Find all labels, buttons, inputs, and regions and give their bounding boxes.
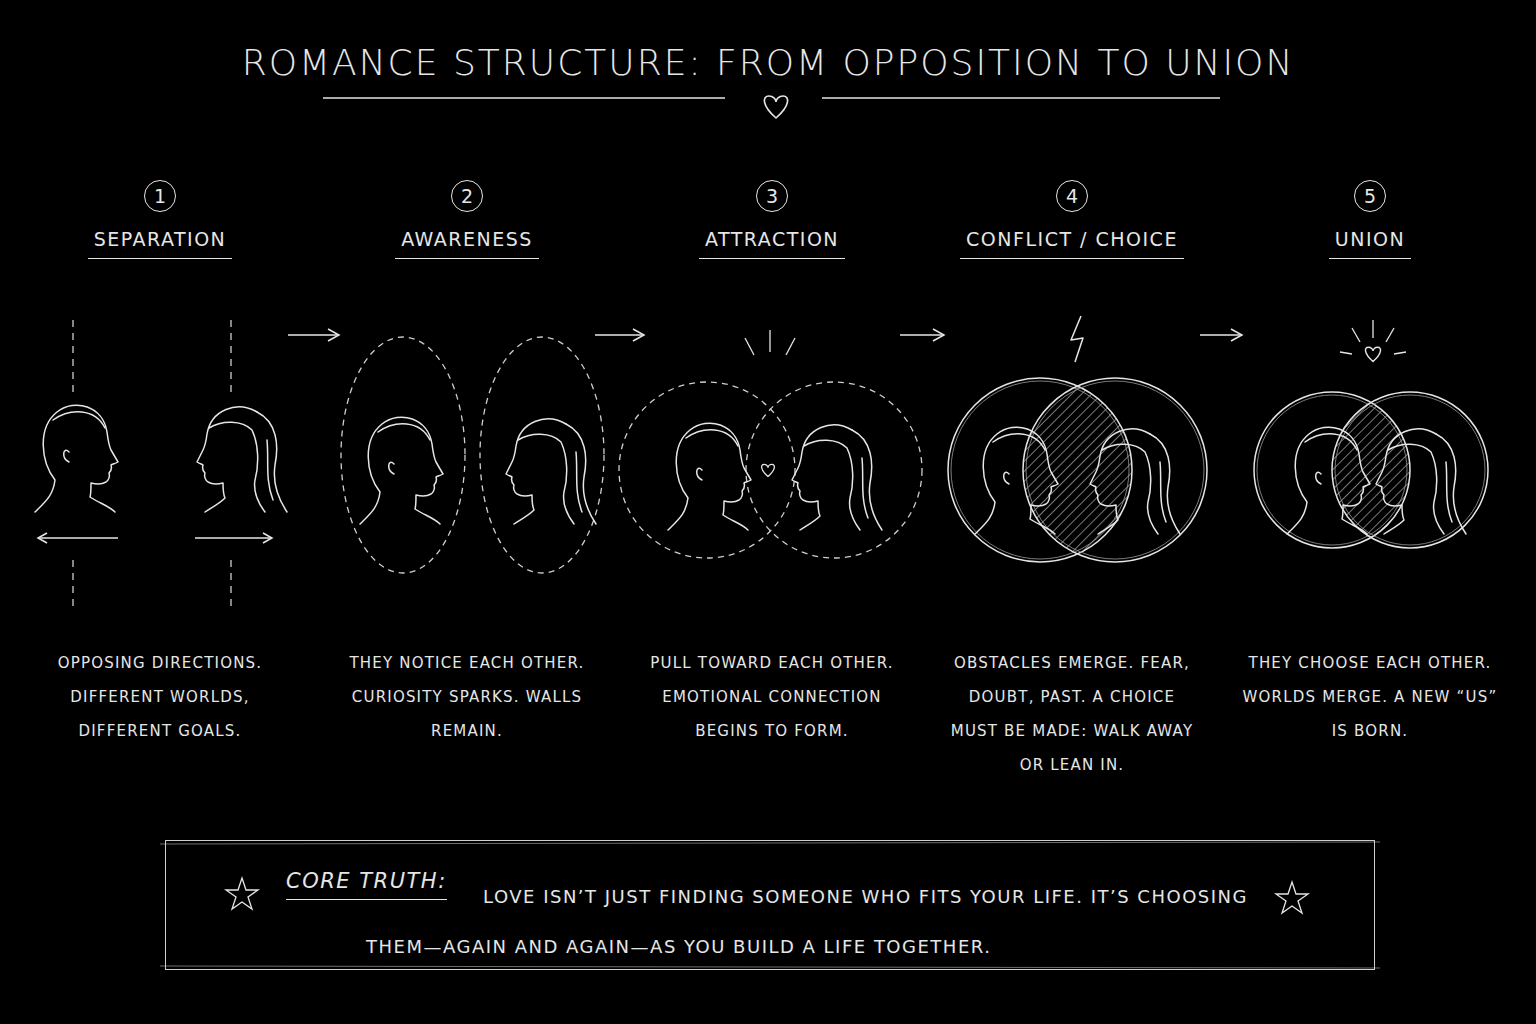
title-rule <box>323 97 725 99</box>
female-profile <box>197 407 287 512</box>
conflict-art <box>948 316 1207 562</box>
flow-arrow <box>288 334 339 336</box>
stage-heading: ATTRACTION <box>699 228 845 259</box>
sketch-line <box>160 842 1380 844</box>
flow-arrow <box>1200 334 1242 336</box>
stage-description: OBSTACLES EMERGE. FEAR, DOUBT, PAST. A C… <box>944 646 1200 782</box>
callout-number: 1 <box>144 180 176 212</box>
sketch-line <box>160 966 1380 968</box>
note-text: LOVE ISN’T JUST FINDING SOMEONE WHO FITS… <box>366 872 1296 972</box>
stage-column: 2AWARENESS THEY NOTICE EACH OTHER. CURIOS… <box>339 180 595 780</box>
stage-column: 3ATTRACTION PULL TOWARD EACH OTHER. EMOTI… <box>644 180 900 780</box>
female-profile <box>506 419 596 524</box>
stage-column: 1SEPARATION OPPOSING DIRECTIONS. DIFFEREN… <box>32 180 288 780</box>
stage-description: THEY NOTICE EACH OTHER. CURIOSITY SPARKS… <box>339 646 595 748</box>
stage-heading-wrap: UNION <box>1242 228 1498 259</box>
stage-description: THEY CHOOSE EACH OTHER. WORLDS MERGE. A … <box>1242 646 1498 748</box>
note-heading: CORE TRUTH: <box>286 869 447 900</box>
union-art <box>1254 320 1488 548</box>
male-profile <box>975 427 1058 534</box>
stage-heading: AWARENESS <box>395 228 539 259</box>
stage-heading-wrap: AWARENESS <box>339 228 595 259</box>
female-profile <box>1376 429 1466 534</box>
callout-number: 3 <box>756 180 788 212</box>
heart-symbol <box>1365 347 1380 361</box>
male-profile <box>668 423 751 530</box>
male-profile <box>1287 427 1370 534</box>
star-symbol <box>226 878 258 909</box>
stage-column: 5UNION THEY CHOOSE EACH OTHER. WORLDS MER… <box>1242 180 1498 780</box>
attraction-art <box>619 330 922 558</box>
stage-heading: UNION <box>1329 228 1411 259</box>
stage-description: OPPOSING DIRECTIONS. DIFFERENT WORLDS, D… <box>40 646 280 748</box>
note-box: CORE TRUTH:LOVE ISN’T JUST FINDING SOMEO… <box>165 840 1375 970</box>
flow-arrow <box>900 334 944 336</box>
heart-symbol <box>764 96 787 118</box>
callout-number: 4 <box>1056 180 1088 212</box>
diagram-title: ROMANCE STRUCTURE: FROM OPPOSITION TO UN… <box>0 42 1536 83</box>
callout-number: 5 <box>1354 180 1386 212</box>
male-profile <box>35 405 118 512</box>
stage-heading: SEPARATION <box>88 228 233 259</box>
star-symbol <box>1276 882 1308 913</box>
stage-heading-wrap: ATTRACTION <box>644 228 900 259</box>
female-profile <box>792 425 882 530</box>
flow-arrow <box>595 334 644 336</box>
male-profile <box>360 417 443 524</box>
separation-art <box>38 320 272 610</box>
title-rule <box>822 97 1220 99</box>
stage-heading: CONFLICT / CHOICE <box>960 228 1184 259</box>
stage-heading-wrap: SEPARATION <box>32 228 288 259</box>
heart-symbol <box>762 464 775 476</box>
stage-column: 4CONFLICT / CHOICE OBSTACLES EMERGE. FEAR… <box>944 180 1200 780</box>
stage-heading-wrap: CONFLICT / CHOICE <box>944 228 1200 259</box>
stage-description: PULL TOWARD EACH OTHER. EMOTIONAL CONNEC… <box>644 646 900 748</box>
female-profile <box>1090 429 1180 534</box>
awareness-art <box>341 337 604 573</box>
callout-number: 2 <box>451 180 483 212</box>
